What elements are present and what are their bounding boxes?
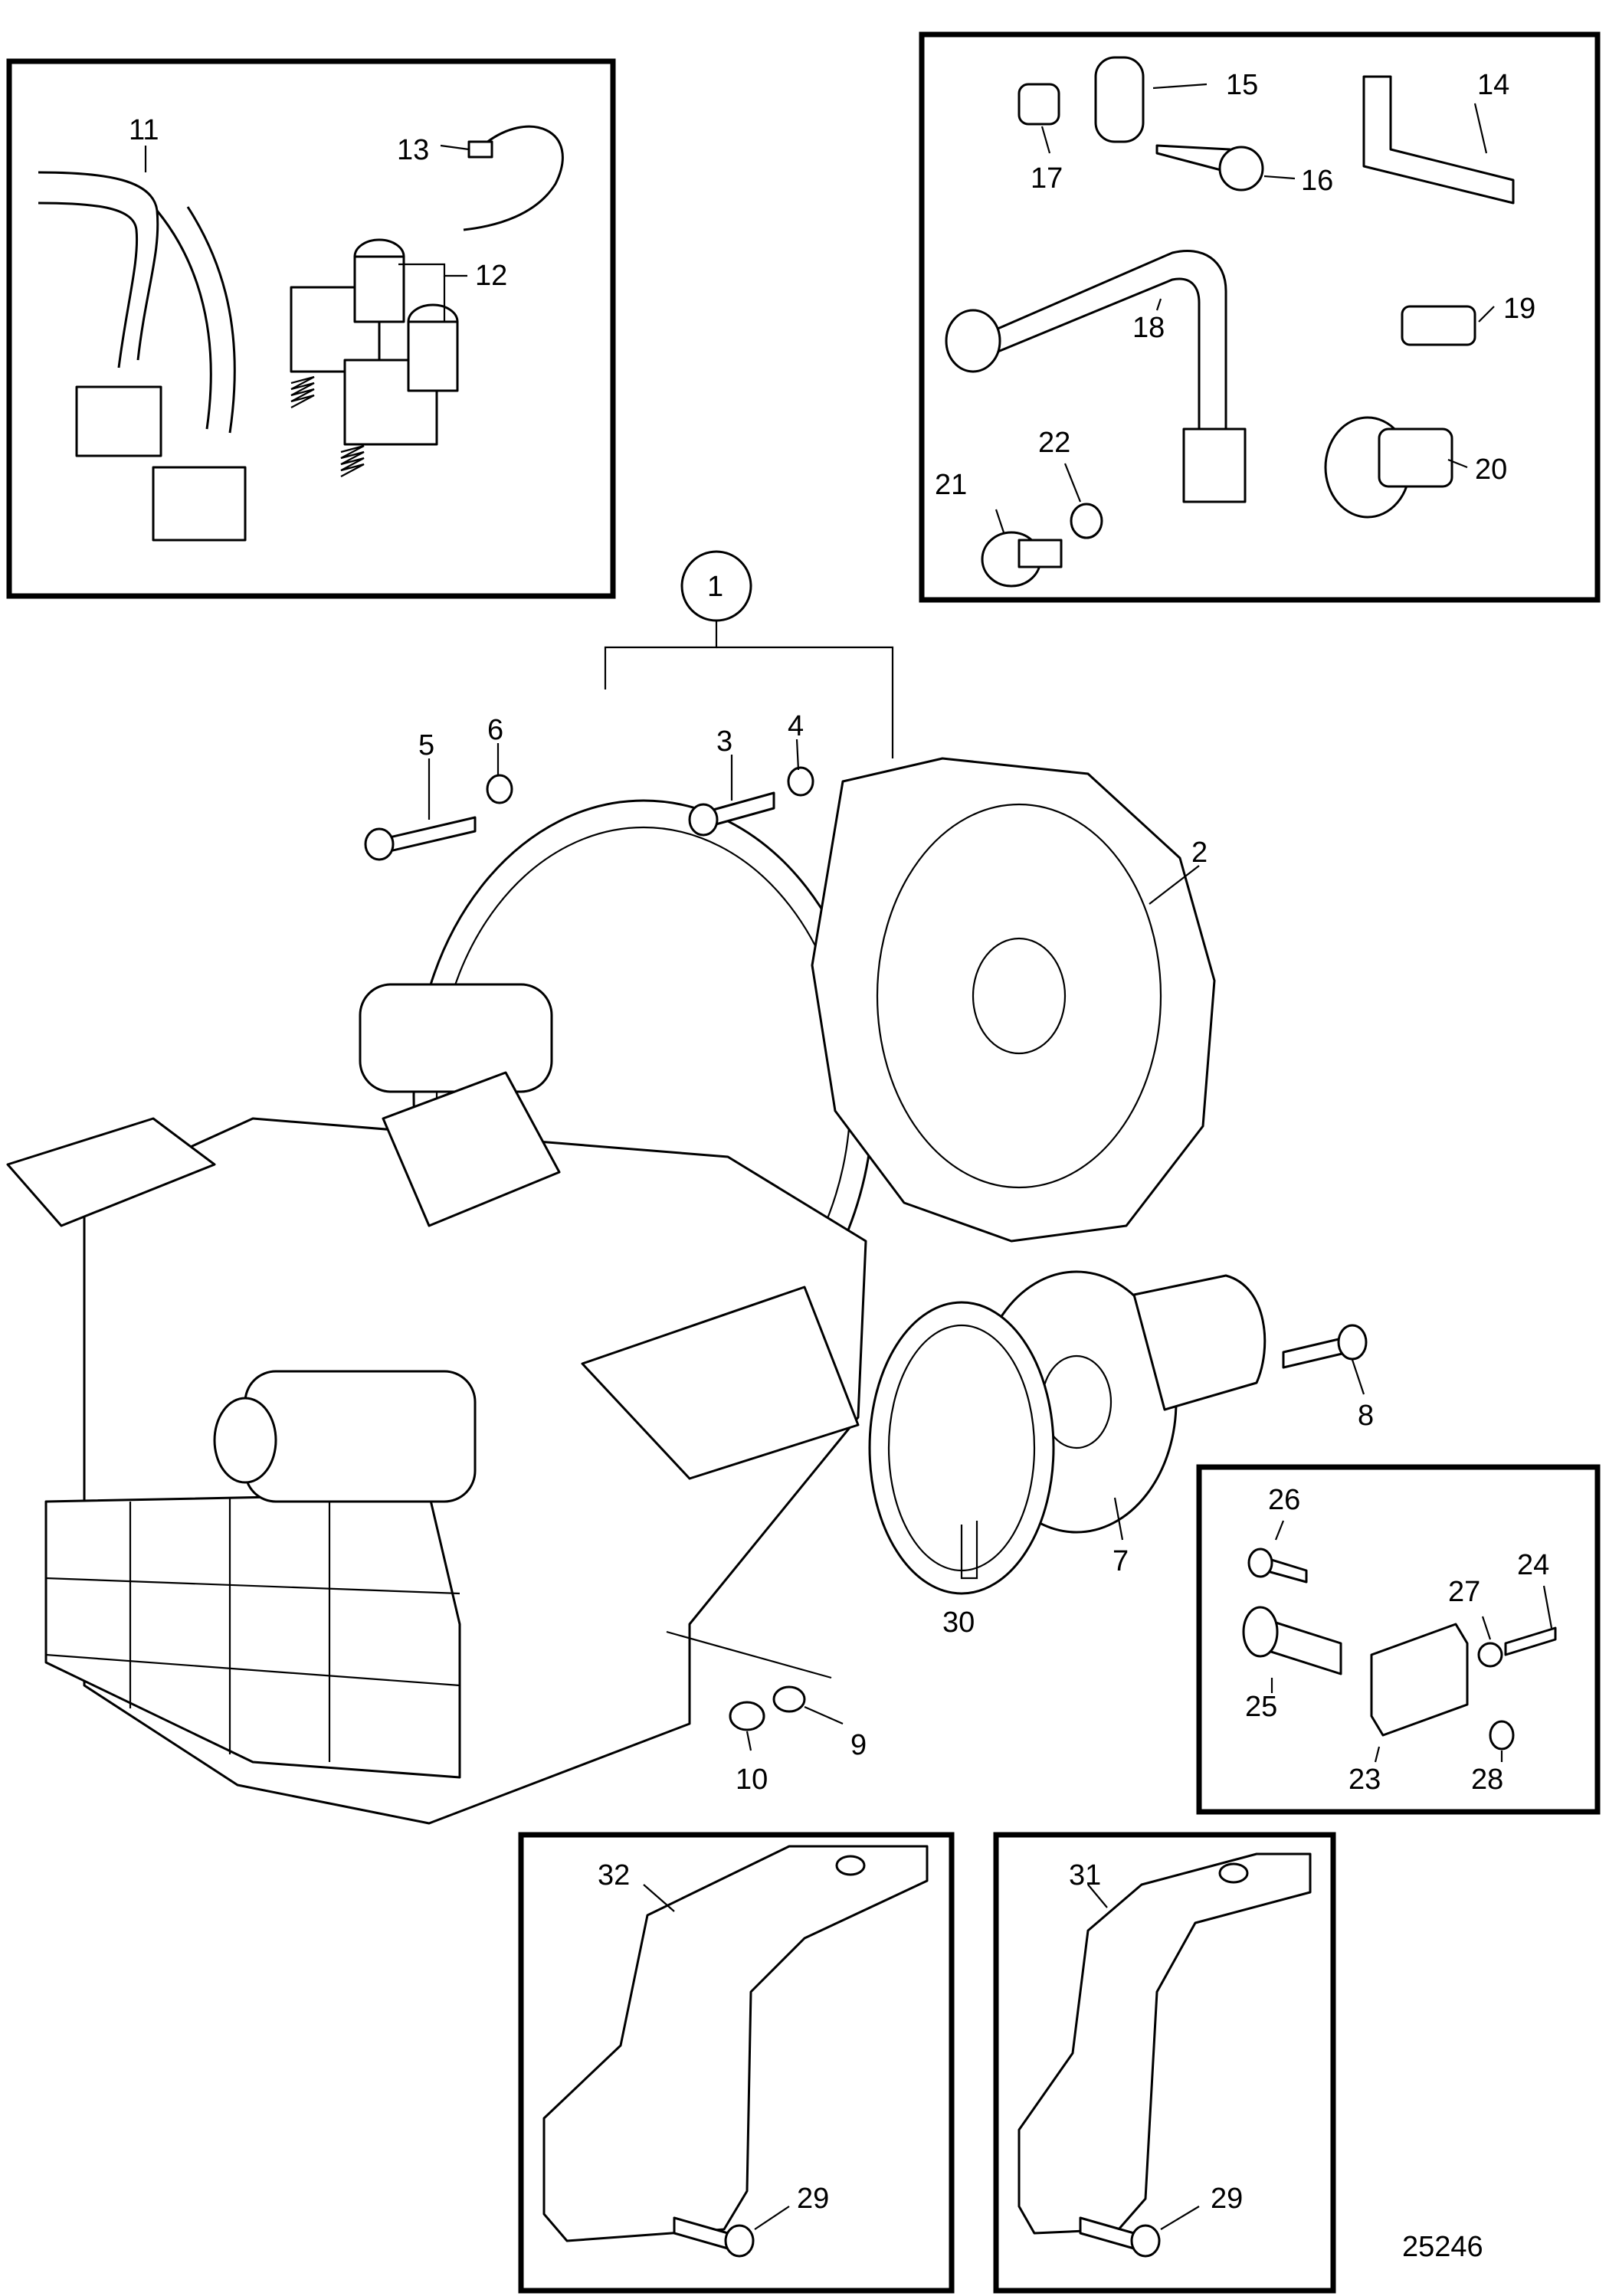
support-frame-grid [44,1492,461,1779]
callout-1: 1 [707,571,723,603]
sensor-ring-30 [868,1301,1055,1595]
callout-18: 18 [1132,312,1165,344]
hose-connector-b [152,466,247,542]
mounting-bracket-32 [542,1845,929,2242]
nut-17 [1018,83,1060,126]
callout-28: 28 [1471,1764,1503,1796]
nipple-19 [1401,305,1476,346]
inset-frame-bracket-32 [518,1832,955,2294]
callout-4: 4 [788,710,804,742]
washer-6 [486,774,513,804]
callout-3: 3 [716,725,732,758]
callout-23: 23 [1348,1764,1381,1796]
washer-27 [1477,1642,1503,1668]
callout-30: 30 [942,1607,975,1639]
callout-32: 32 [598,1859,630,1891]
inset-sensor: 26 25 23 27 24 28 [1196,1464,1601,1815]
callout-24: 24 [1517,1549,1549,1581]
callout-25: 25 [1245,1691,1277,1723]
callout-11: 11 [129,114,159,146]
callout-7: 7 [1113,1545,1129,1577]
drawing-number: 25246 [1402,2231,1483,2263]
callout-9: 9 [850,1729,867,1761]
hose-18 [995,249,1227,429]
mounting-bracket-left [6,1117,216,1227]
inset-hoses-solenoids: 11 13 12 [6,58,616,599]
callout-26: 26 [1268,1484,1300,1516]
nut-28 [1489,1720,1515,1751]
bolt-24 [1504,1626,1557,1656]
callout-17: 17 [1031,162,1063,195]
callout-27: 27 [1448,1576,1480,1608]
inset-bracket-31: 31 29 [993,1832,1336,2294]
inset-bracket-32: 32 29 [518,1832,955,2294]
callout-19: 19 [1503,293,1535,325]
spring-b [340,444,365,477]
cable-tie-13 [463,125,564,231]
callout-12: 12 [475,260,507,292]
callout-5: 5 [418,729,434,762]
washer-9 [772,1685,806,1713]
callout-29-right: 29 [1211,2183,1243,2215]
control-valve-unit [359,983,553,1093]
inset-frame-top-left [6,58,616,599]
washer-22 [1070,503,1103,539]
callout-15: 15 [1226,69,1258,101]
callout-6: 6 [487,714,503,746]
callout-16: 16 [1301,165,1333,197]
callout-29-left: 29 [797,2183,829,2215]
bracket-14 [1362,75,1515,205]
mounting-foot-right [581,1286,860,1480]
callout-14: 14 [1477,69,1509,101]
callout-10: 10 [736,1764,768,1796]
bolt-5 [382,816,477,854]
flexible-coupling-2 [811,757,1216,1243]
callout-31: 31 [1069,1859,1101,1891]
washer-4 [787,766,814,797]
nut-10 [729,1701,765,1731]
hose-11 [38,171,159,361]
callout-22: 22 [1038,427,1070,459]
hydraulic-pump [244,1370,477,1503]
callout-20: 20 [1475,454,1507,486]
sensor-bracket-23 [1370,1623,1469,1737]
main-gearbox-assembly: 1 [6,550,1374,1825]
inset-frame-top-right [919,31,1601,603]
inset-frame-bracket-31 [993,1832,1336,2294]
clamp-15 [1094,56,1145,143]
hose-connector-a [75,385,162,457]
callout-8: 8 [1358,1400,1374,1432]
callout-2: 2 [1191,837,1208,869]
callout-21: 21 [935,469,967,501]
inset-fittings: 15 14 17 16 18 19 20 21 22 [919,31,1601,603]
callout-13: 13 [397,134,429,166]
inset-frame-sensor [1196,1464,1601,1815]
spring-a [290,375,315,408]
mounting-bracket-31 [1018,1852,1312,2235]
